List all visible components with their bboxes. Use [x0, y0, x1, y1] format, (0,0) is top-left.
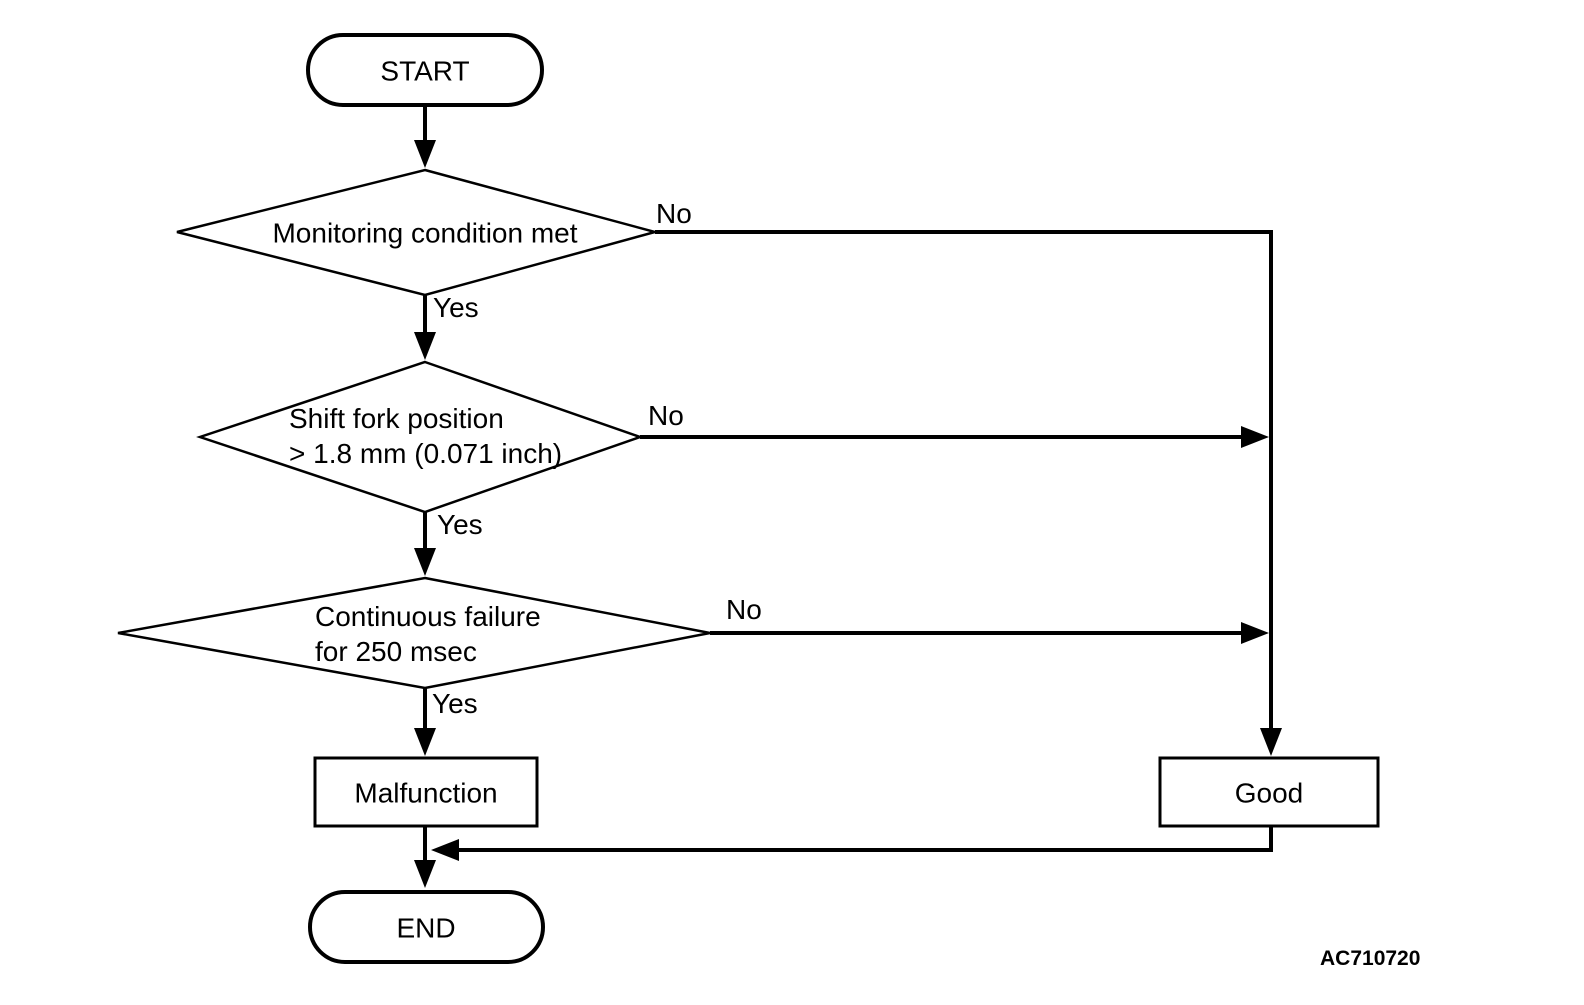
arrowhead-good-merge: [431, 839, 459, 861]
malfunction-label: Malfunction: [354, 778, 497, 809]
arrowhead-continuous-no: [1241, 622, 1269, 644]
decision-shift-fork-label-line2: > 1.8 mm (0.071 inch): [289, 438, 562, 469]
arrowhead-into-end: [414, 860, 436, 888]
figure-code: AC710720: [1320, 947, 1420, 970]
connector-good-to-end: [457, 826, 1273, 852]
monitoring-no-label: No: [656, 198, 692, 229]
arrowhead-shift-fork-no: [1241, 426, 1269, 448]
decision-monitoring-label: Monitoring condition met: [272, 218, 577, 249]
malfunction-node: [313, 756, 539, 828]
decision-monitoring-condition: [176, 168, 660, 297]
connector-monitoring-no-to-good: [655, 230, 1273, 730]
shift-fork-no-label: No: [648, 400, 684, 431]
arrowhead-into-monitoring: [414, 140, 436, 168]
arrowhead-into-malfunction: [414, 728, 436, 756]
good-node: [1158, 756, 1380, 828]
decision-continuous-label-line2: for 250 msec: [315, 636, 477, 667]
monitoring-yes-label: Yes: [433, 292, 479, 323]
continuous-no-label: No: [726, 594, 762, 625]
good-label: Good: [1235, 778, 1304, 809]
end-label: END: [396, 913, 455, 944]
start-node: [306, 33, 544, 107]
arrowhead-into-shift-fork: [414, 332, 436, 360]
shift-fork-yes-label: Yes: [437, 509, 483, 540]
decision-continuous-label-line1: Continuous failure: [315, 601, 541, 632]
end-node: [308, 890, 545, 964]
arrowhead-into-continuous: [414, 548, 436, 576]
arrowhead-into-good: [1260, 728, 1282, 756]
continuous-yes-label: Yes: [432, 688, 478, 719]
start-label: START: [380, 56, 469, 87]
decision-shift-fork-position: [196, 360, 644, 514]
decision-shift-fork-label-line1: Shift fork position: [289, 403, 504, 434]
decision-continuous-failure: [117, 576, 711, 690]
